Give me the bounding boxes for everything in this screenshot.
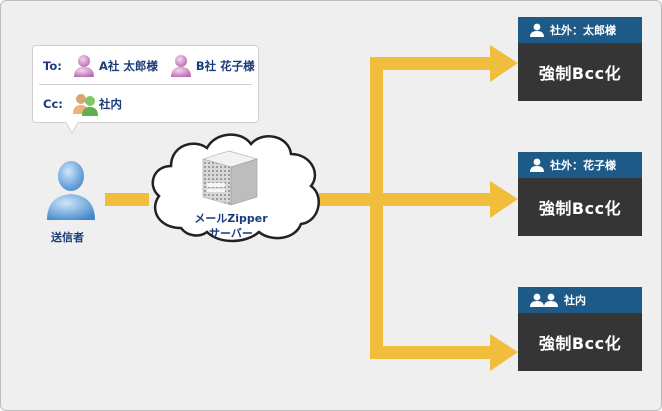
bubble-tail-inner [65, 120, 79, 132]
person-icon [530, 158, 544, 172]
recipient-card-title: 社内 [564, 294, 586, 307]
to-recipient-b: B社 花子様 [195, 59, 255, 73]
branch-mid-line [370, 193, 498, 206]
recipient-card-header: 社外：太郎様 [518, 17, 642, 43]
recipient-card-body: 強制Bcc化 [538, 334, 622, 353]
person-pink-icon [73, 54, 95, 78]
server-cube-icon [195, 149, 265, 213]
recipient-card-taro: 社外：太郎様 強制Bcc化 [518, 17, 642, 101]
bubble-divider [39, 84, 252, 85]
group-icon [530, 293, 558, 307]
recipient-card-body: 強制Bcc化 [538, 64, 622, 83]
recipient-card-hanako: 社外：花子様 強制Bcc化 [518, 152, 642, 236]
branch-bottom-line [370, 346, 498, 359]
to-row: To: A社 太郎様 B社 花子様 [43, 54, 267, 78]
to-label: To: [43, 59, 62, 73]
person-blue-icon [43, 158, 99, 228]
recipient-card-internal: 社内 強制Bcc化 [518, 287, 642, 371]
branch-vertical-line [370, 57, 383, 359]
server-label-line1: メールZipper [194, 212, 268, 225]
recipient-bubble: To: A社 太郎様 B社 花子様 Cc: 社内 [32, 45, 259, 123]
arrowhead-top [490, 45, 518, 82]
recipient-card-body: 強制Bcc化 [538, 199, 622, 218]
cc-row: Cc: 社内 [43, 92, 134, 116]
to-recipient-a: A社 太郎様 [99, 59, 158, 73]
cloud-to-branch-line [319, 193, 383, 206]
server-label: メールZipper サーバー [176, 211, 286, 241]
person-pink-icon [170, 54, 192, 78]
sender-label: 送信者 [51, 231, 84, 244]
arrowhead-bottom [490, 334, 518, 371]
sender-to-cloud-line [105, 193, 149, 206]
server-label-line2: サーバー [209, 227, 253, 240]
person-icon [530, 23, 544, 37]
recipient-card-title: 社外：花子様 [550, 159, 616, 172]
group-icon [73, 92, 98, 116]
recipient-card-header: 社外：花子様 [518, 152, 642, 178]
cc-recipient: 社内 [99, 97, 122, 111]
recipient-card-header: 社内 [518, 287, 642, 313]
branch-top-line [370, 57, 498, 70]
recipient-card-title: 社外：太郎様 [550, 24, 616, 37]
cc-label: Cc: [43, 97, 63, 111]
arrowhead-mid [490, 181, 518, 218]
